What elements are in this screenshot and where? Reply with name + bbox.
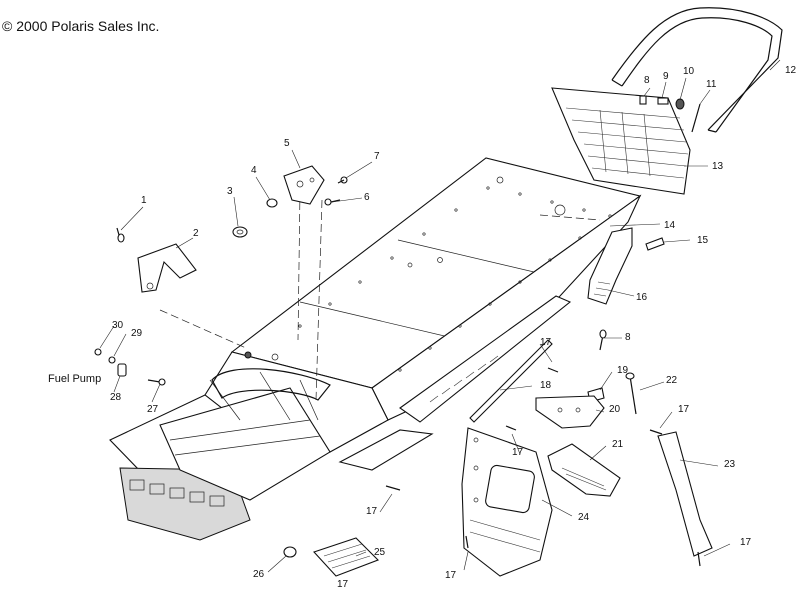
label-part-8-lower: 8 [625, 332, 631, 343]
part-30-screw [94, 348, 102, 356]
part-8-bolt-top [639, 95, 647, 105]
copyright-notice: © 2000 Polaris Sales Inc. [2, 18, 160, 34]
part-7-screw [337, 176, 348, 184]
label-part-3: 3 [227, 186, 233, 197]
rear-flap [551, 87, 691, 195]
part-5-plate [283, 165, 325, 205]
label-part-1: 1 [141, 195, 147, 206]
label-part-19: 19 [617, 365, 629, 376]
label-part-17-c: 17 [512, 447, 524, 458]
label-part-22: 22 [666, 375, 678, 386]
label-part-8-top: 8 [644, 75, 650, 86]
part-24-front-bracket [461, 427, 553, 577]
part-8-bolt-lower [599, 329, 607, 351]
part-20-bracket [535, 395, 605, 429]
label-part-18: 18 [540, 380, 552, 391]
label-part-25: 25 [374, 547, 386, 558]
part-26-plug [283, 546, 297, 558]
label-part-15: 15 [697, 235, 709, 246]
label-part-2: 2 [193, 228, 199, 239]
part-15-bar [645, 237, 665, 251]
part-25-grate [313, 537, 379, 577]
label-part-17-b: 17 [678, 404, 690, 415]
part-11-pin [691, 103, 701, 133]
label-part-23: 23 [724, 459, 736, 470]
label-part-21: 21 [612, 439, 624, 450]
label-part-5: 5 [284, 138, 290, 149]
label-part-27: 27 [147, 404, 159, 415]
label-part-4: 4 [251, 165, 257, 176]
label-part-17-d: 17 [366, 506, 378, 517]
label-part-16: 16 [636, 292, 648, 303]
part-18-strip [469, 339, 553, 423]
part-3-nut [232, 226, 248, 238]
part-10-washer [675, 98, 685, 110]
chassis-tunnel [109, 157, 642, 541]
part-28-cylinder [117, 363, 127, 377]
label-part-30: 30 [112, 320, 124, 331]
label-part-29: 29 [131, 328, 143, 339]
label-part-14: 14 [664, 220, 676, 231]
label-part-17-f: 17 [337, 579, 349, 590]
label-part-11: 11 [706, 79, 717, 90]
part-17-screws [385, 367, 701, 567]
part-21-bracket [547, 443, 621, 497]
rear-bumper [611, 7, 783, 133]
leader-lines [99, 59, 781, 573]
fuel-pump-caption: Fuel Pump [48, 373, 102, 385]
label-part-17-e: 17 [740, 537, 752, 548]
label-part-20: 20 [609, 404, 621, 415]
part-1-bolt [116, 227, 125, 243]
label-part-17-g: 17 [445, 570, 457, 581]
part-9-bolt [657, 97, 669, 105]
part-16-guard [587, 227, 633, 305]
label-part-6: 6 [364, 192, 370, 203]
part-27-screw [147, 378, 166, 386]
label-part-26: 26 [253, 569, 265, 580]
part-29-washer [108, 356, 116, 364]
label-part-17-a: 17 [540, 337, 552, 348]
part-23-side-plate [657, 431, 713, 557]
label-part-28: 28 [110, 392, 122, 403]
label-part-9: 9 [663, 71, 669, 82]
label-part-13: 13 [712, 161, 724, 172]
part-22-bolt [625, 372, 637, 415]
part-4-washer [266, 198, 278, 208]
label-part-7: 7 [374, 151, 380, 162]
label-part-24: 24 [578, 512, 590, 523]
label-part-12: 12 [785, 65, 797, 76]
part-2-bracket [137, 243, 197, 293]
label-part-10: 10 [683, 66, 695, 77]
